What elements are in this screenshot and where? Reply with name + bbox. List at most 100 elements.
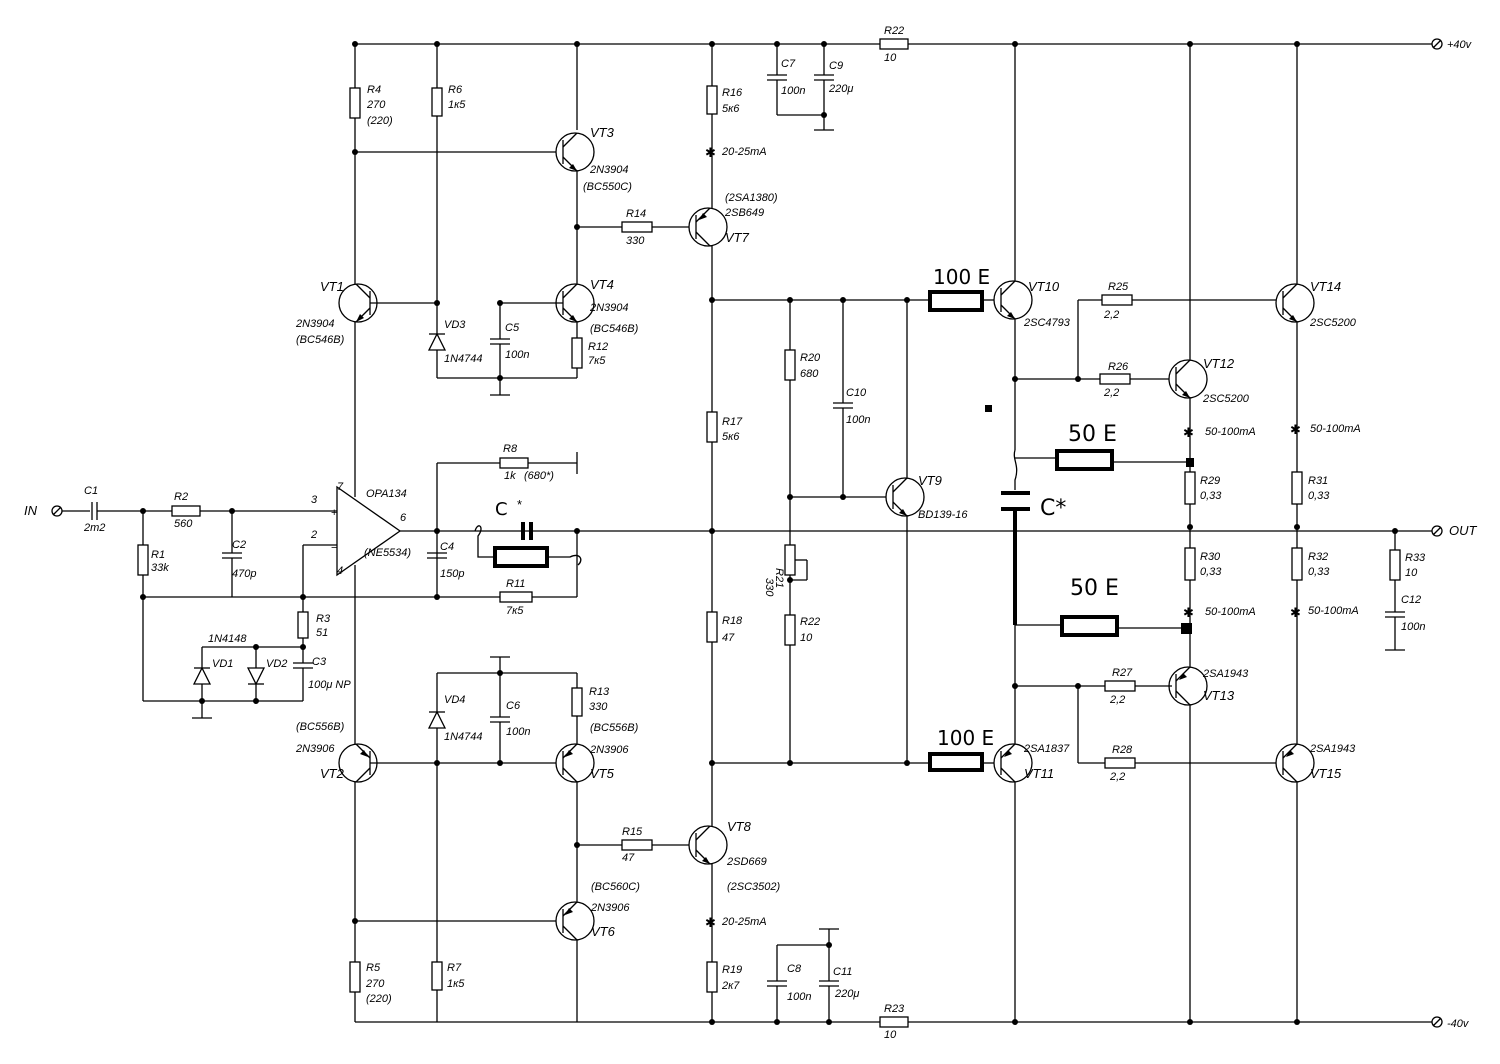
handwritten-resistor-mid-top [1055,449,1114,471]
vt13-part: 2SA1943 [1202,668,1249,680]
svg-text:+: + [331,507,337,519]
r31-value: 0,33 [1308,490,1330,502]
vt3-part: 2N3904 [589,164,629,176]
r30-ref: R30 [1200,551,1221,563]
svg-text:✱: ✱ [1183,425,1194,440]
resistor-r23 [879,1016,909,1028]
transistor-vt14 [1275,283,1315,323]
transistor-vt5 [555,743,595,783]
r12-value: 330 [589,701,608,713]
r2-value: 560 [174,518,193,530]
c9-ref: C9 [829,60,843,72]
resistor-r6 [431,87,443,117]
c7-ref: C7 [781,58,796,70]
handwritten-resistor-top [928,290,984,312]
capacitor-c3 [293,647,313,701]
r15-value: 5к6 [722,103,740,115]
r17-value: 47 [722,632,735,644]
r1-ref: R1 [151,549,165,561]
handwritten-resistor-feedback [493,546,549,568]
r5-alt: (220) [366,993,392,1005]
diode-vd1 [192,647,212,701]
vt14-part: 2SC5200 [1309,317,1357,329]
r18-ref: R19 [722,964,742,976]
vt2-part: 2N3906 [295,743,335,755]
r20-ref: R21 [773,568,785,588]
r4-value: 270 [366,99,386,111]
hw-r-top-label: 100 E [933,265,990,289]
vt4-part: 2N3904 [589,302,629,314]
c6-ref: C6 [506,700,521,712]
resistor-r5 [349,961,361,993]
vt1-alt: (BC546B) [296,334,345,346]
resistor-r10 [499,591,533,603]
vt14-current: 50-100mA [1310,423,1361,435]
r16-value: 5к6 [722,431,740,443]
vt9-ref: VT9 [918,473,942,488]
resistor-r21 [784,614,796,646]
resistor-r3 [297,611,309,639]
r31-ref: R31 [1308,475,1328,487]
r7-value: 1к5 [447,978,465,990]
opamp-pin7: 7 [337,481,344,493]
vd1-ref: VD1 [212,658,233,670]
diode-vd4 [427,673,447,763]
svg-text:✱: ✱ [1290,422,1301,437]
r4-ref: R4 [367,84,381,96]
vt3-alt: (BC550C) [583,181,632,193]
resistor-r8 [499,457,529,469]
resistor-r19 [784,349,796,381]
resistor-r14 [621,839,653,851]
transistor-vt1 [338,283,437,323]
r28-ref: R28 [1112,744,1133,756]
opamp-pin2: 2 [310,529,317,541]
r17-ref: R18 [722,615,743,627]
vt9-part: BD139-16 [918,509,968,521]
transistor-vt3 [555,132,595,172]
transistor-vt6 [555,901,595,941]
vd3-part: 1N4744 [444,353,483,365]
c3-value: 100μ NP [308,679,351,691]
handwritten-cap-mark: C * [474,497,582,566]
c11-value: 220μ [834,988,859,1000]
transistor-vt12 [1168,359,1208,399]
r27-value: 2,2 [1109,694,1125,706]
r18-value: 2к7 [721,980,740,992]
transistor-vt11 [993,743,1033,783]
positive-rail [355,38,1443,50]
hw-r-bottom-label: 100 E [937,726,994,750]
resistor-r1 [137,544,149,576]
transistor-vt4 [500,283,595,323]
r25-ref: R25 [1108,281,1129,293]
r5-ref: R5 [366,962,381,974]
vt4-alt: (BC546B) [590,323,639,335]
hw-r-mid-top-label: 50 E [1068,422,1117,447]
vt10-part: 2SC4793 [1023,317,1071,329]
opamp-pin6: 6 [400,512,407,524]
r20-value: 330 [763,578,775,597]
r32-ref: R32 [1308,551,1328,563]
capacitor-c1 [91,502,172,520]
vt12-part: 2SC5200 [1202,393,1250,405]
r33-ref: R33 [1405,552,1426,564]
c4-ref: C4 [440,541,454,553]
c3-ref: C3 [312,656,327,668]
output-label: OUT [1449,523,1478,538]
r1-value: 33k [151,562,169,574]
r10-value: 7к5 [506,605,524,617]
r33-value: 10 [1405,567,1418,579]
resistor-r7 [431,961,443,991]
r22-value: 10 [884,52,897,64]
resistor-r16 [706,411,718,443]
resistor-r4 [349,87,361,119]
r26-ref: R26 [1108,361,1129,373]
resistor-r25 [1101,294,1133,306]
vt8-current: 20-25mA [721,916,767,928]
vt15-current: 50-100mA [1308,605,1359,617]
r10-ref: R11 [506,578,525,590]
r21-ref: R22 [800,616,820,628]
c11-ref: C11 [833,966,852,978]
vd3-ref: VD3 [444,319,466,331]
resistor-r33 [1389,549,1401,581]
